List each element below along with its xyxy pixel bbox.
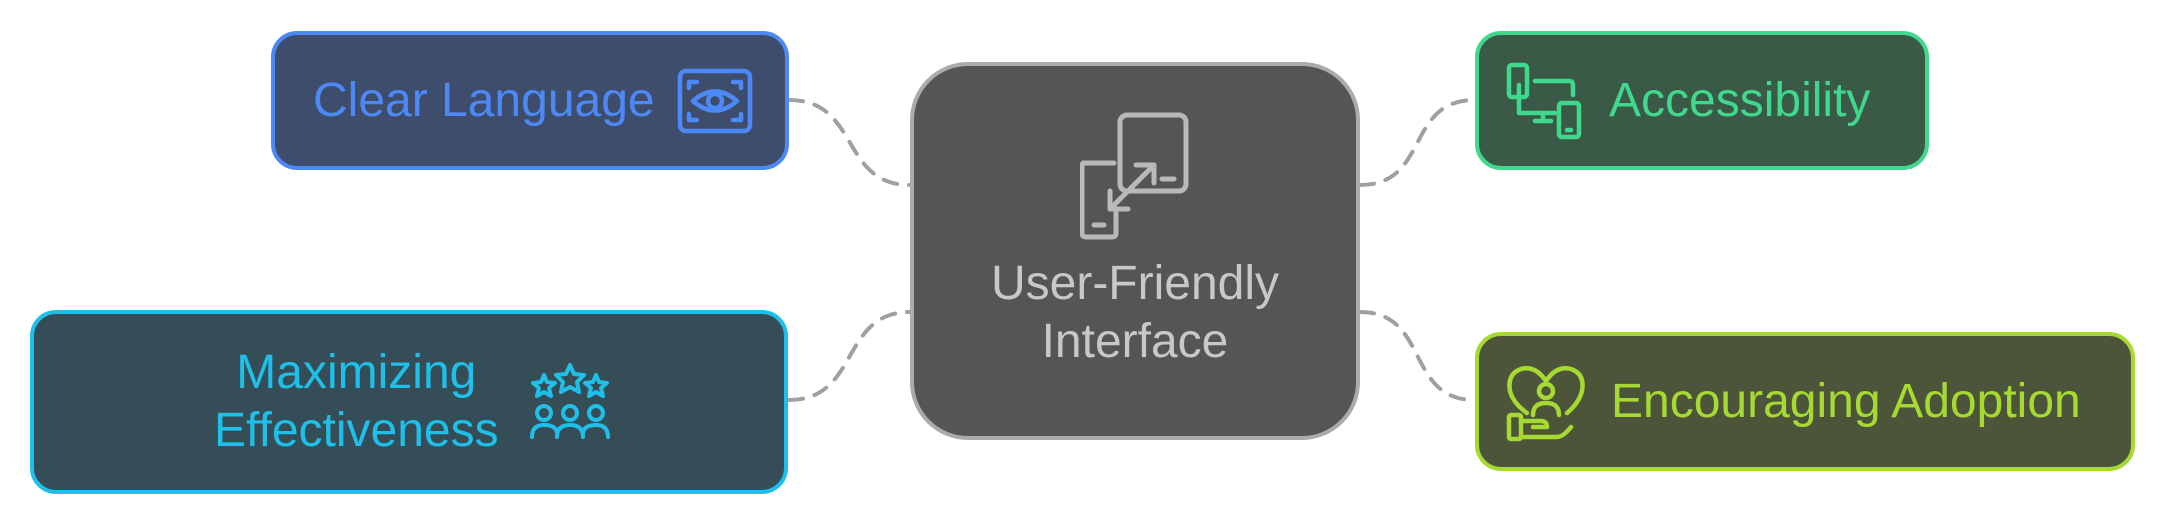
eye-scan-icon <box>677 68 752 133</box>
branch-accessibility-label: Accessibility <box>1609 73 1871 127</box>
center-title-line2: Interface <box>1041 315 1229 368</box>
connector-clear-language <box>787 98 912 187</box>
branch-maximizing-effectiveness-line2: Effectiveness <box>214 404 499 457</box>
branch-maximizing-effectiveness: Maximizing Effectiveness <box>30 310 788 494</box>
branch-encouraging-adoption: Encouraging Adoption <box>1475 332 2135 471</box>
center-title: User-Friendly Interface <box>991 255 1279 371</box>
connector-maximizing-effectiveness <box>787 310 912 402</box>
device-transfer-icon <box>1080 112 1189 240</box>
branch-encouraging-adoption-label: Encouraging Adoption <box>1611 374 2081 428</box>
branch-clear-language: Clear Language <box>271 31 789 170</box>
connector-accessibility <box>1358 98 1477 187</box>
branch-maximizing-effectiveness-label: Maximizing Effectiveness <box>214 344 499 460</box>
center-title-line1: User-Friendly <box>990 257 1280 310</box>
heart-hand-person-icon <box>1506 365 1585 441</box>
multi-device-icon <box>1506 62 1582 139</box>
connector-encouraging-adoption <box>1358 310 1477 402</box>
branch-accessibility: Accessibility <box>1475 31 1929 170</box>
stars-people-icon <box>529 363 610 439</box>
branch-clear-language-label: Clear Language <box>313 73 655 127</box>
branch-maximizing-effectiveness-line1: Maximizing <box>236 346 477 399</box>
center-node: User-Friendly Interface <box>910 62 1360 440</box>
